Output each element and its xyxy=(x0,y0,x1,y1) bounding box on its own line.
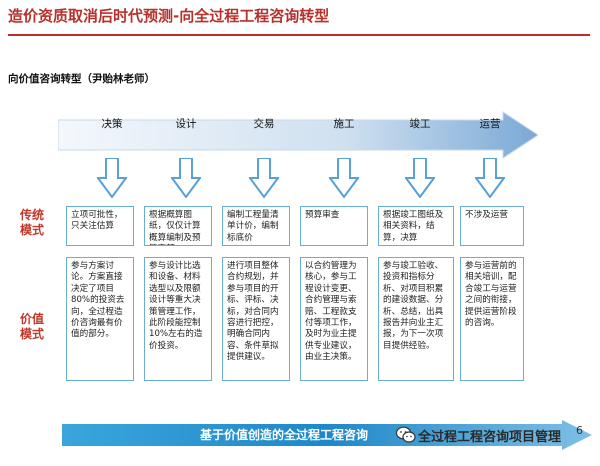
value-decision-box: 参与方案讨论。方案直接决定了项目80%的投资去向，全过程造价咨询最有价值的部分。 xyxy=(66,257,134,381)
traditional-design-box: 根据概算图纸，仅仅计算概算编制及预算定额 xyxy=(144,206,212,246)
stage-design: 设计 xyxy=(175,118,197,130)
wechat-icon xyxy=(396,426,416,443)
value-completion-box: 参与竣工验收、投资和指标分析、对项目积累的建设数据、分析、总结，出具报告并向业主… xyxy=(378,257,454,381)
value-operation-box: 参与运营前的相关培训，配合竣工与运营之间的衔接，提供运营阶段的咨询。 xyxy=(460,257,524,381)
page-number: 6 xyxy=(576,424,583,437)
down-arrow-icon xyxy=(475,158,505,198)
stage-operation: 运营 xyxy=(479,118,501,130)
down-arrow-icon xyxy=(171,158,201,198)
value-bidding-box: 进行项目整体合约规划，并参与项目的开标、评标、决标，对合同内容进行把控，明确合同… xyxy=(222,257,290,381)
row-label-value: 价值 模式 xyxy=(20,312,45,341)
slide-title: 造价资质取消后时代预测-向全过程工程咨询转型 xyxy=(8,7,330,25)
down-arrow-icon xyxy=(405,158,435,198)
row-label-traditional: 传统 模式 xyxy=(20,208,45,237)
section-subtitle: 向价值咨询转型（尹贻林老师） xyxy=(8,73,155,85)
traditional-bidding-box: 编制工程量清单计价，编制标底价 xyxy=(222,206,290,246)
footer-banner-text: 基于价值创造的全过程工程咨询 xyxy=(200,428,369,442)
footer-banner-arrow xyxy=(62,420,592,450)
traditional-operation-box: 不涉及运营 xyxy=(460,206,524,246)
down-arrow-icon xyxy=(97,158,127,198)
title-divider xyxy=(8,34,590,36)
stage-timeline-arrow xyxy=(58,111,538,159)
stage-bidding: 交易 xyxy=(253,118,275,130)
down-arrow-icon xyxy=(249,158,279,198)
traditional-completion-box: 根据竣工图纸及相关资料，结算，决算 xyxy=(378,206,454,246)
traditional-construction-box: 预算审查 xyxy=(300,206,368,246)
value-design-box: 参与设计比选和设备、材料选型以及限额设计等重大决策管理工作，此阶段能控制10%左… xyxy=(144,257,212,381)
traditional-decision-box: 立项可批性，只关注估算 xyxy=(66,206,134,246)
wechat-account-name: 全过程工程咨询项目管理 xyxy=(418,430,562,445)
value-construction-box: 以合约管理为核心，参与工程设计变更、合约管理与索赔、工程款支付等项工作，及时为业… xyxy=(300,257,368,381)
stage-decision: 决策 xyxy=(101,118,123,130)
stage-construction: 施工 xyxy=(333,118,355,130)
stage-completion: 竣工 xyxy=(409,118,431,130)
down-arrow-icon xyxy=(329,158,359,198)
